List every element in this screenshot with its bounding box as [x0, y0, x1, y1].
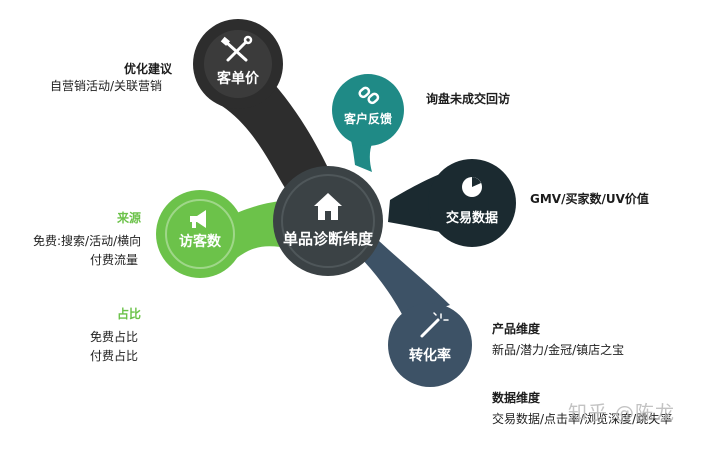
- node-feedback: 客户反馈: [332, 74, 404, 146]
- link-icon: [358, 86, 380, 105]
- conversion-product-text: 新品/潜力/金冠/镇店之宝: [492, 343, 625, 357]
- pie-chart-icon: [462, 177, 482, 197]
- price-text: 自营销活动/关联营销: [50, 79, 163, 93]
- node-feedback-label: 客户反馈: [343, 111, 392, 126]
- visitors-share-line-2: 付费占比: [90, 349, 139, 363]
- trade-heading: GMV/买家数/UV价值: [530, 192, 649, 206]
- center-label: 单品诊断纬度: [283, 230, 374, 248]
- price-heading: 优化建议: [124, 62, 173, 76]
- node-visitors: 访客数: [156, 190, 244, 278]
- node-price: 客单价: [193, 19, 283, 109]
- magic-wand-icon: [420, 312, 449, 338]
- arm-conversion: [358, 240, 450, 320]
- feedback-heading: 询盘未成交回访: [426, 92, 511, 106]
- visitors-source-line-1: 免费:搜索/活动/横向: [33, 234, 142, 248]
- visitors-source-heading: 来源: [117, 211, 142, 225]
- conversion-data-heading: 数据维度: [492, 391, 541, 405]
- visitors-share-line-1: 免费占比: [90, 330, 139, 344]
- megaphone-icon: [190, 210, 206, 228]
- visitors-source-line-2: 付费流量: [90, 253, 139, 267]
- node-visitors-label: 访客数: [179, 233, 222, 250]
- node-conversion: 转化率: [388, 303, 472, 387]
- node-center: 单品诊断纬度: [273, 166, 383, 276]
- node-trade: 交易数据: [428, 159, 516, 247]
- node-conversion-label: 转化率: [409, 347, 451, 364]
- node-trade-label: 交易数据: [446, 210, 498, 226]
- node-price-label: 客单价: [216, 70, 260, 87]
- conversion-data-text: 交易数据/点击率/浏览深度/跳失率: [492, 412, 673, 426]
- conversion-product-heading: 产品维度: [492, 322, 541, 336]
- watermark: 知乎 @陈龙: [568, 402, 676, 424]
- tools-icon: [220, 35, 253, 62]
- visitors-share-heading: 占比: [117, 307, 142, 321]
- house-icon: [314, 193, 342, 220]
